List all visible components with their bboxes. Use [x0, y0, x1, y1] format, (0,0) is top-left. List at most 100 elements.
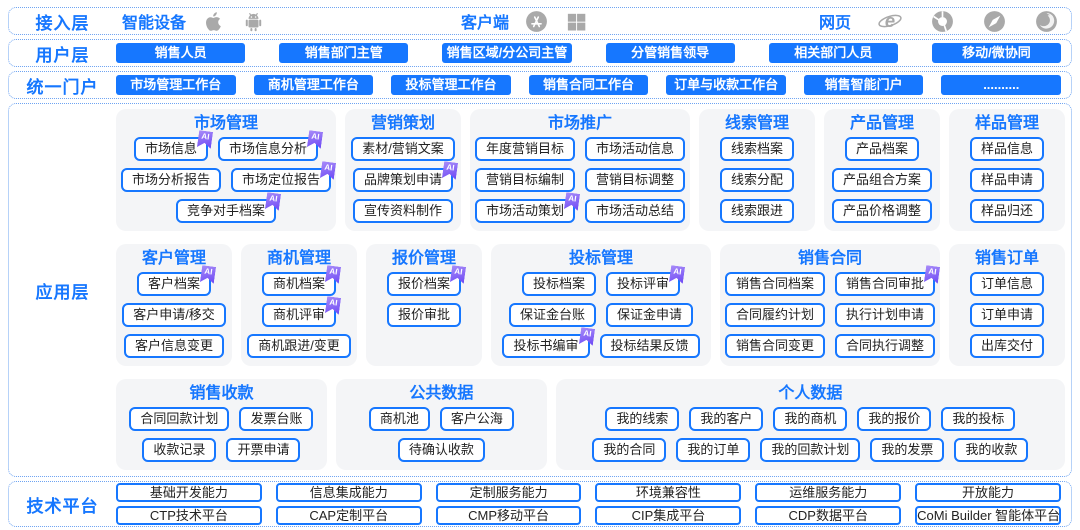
app-function-row: 收款记录开票申请	[142, 438, 301, 462]
layer-portal: 统一门户 市场管理工作台商机管理工作台投标管理工作台销售合同工作台订单与收款工作…	[8, 71, 1072, 99]
app-function-block: 我的收款	[954, 438, 1029, 462]
app-function-block: 待确认收款	[397, 438, 485, 462]
app-function-row: 我的线索我的客户我的商机我的报价我的投标	[605, 407, 1016, 431]
app-function-block: 客户信息变更	[123, 334, 224, 358]
tech-platform-block: CAP定制平台	[275, 506, 422, 525]
app-function-block: 客户申请/移交	[122, 303, 226, 327]
app-function-block: 我的线索	[605, 407, 680, 431]
user-role-block: 相关部门人员	[768, 43, 898, 63]
app-function-row: 产品组合方案	[831, 168, 932, 192]
app-group: 公共数据商机池客户公海待确认收款	[335, 379, 547, 470]
tech-capability-block: 定制服务能力	[435, 483, 582, 502]
app-function-block: 销售合同变更	[724, 334, 825, 358]
ai-badge: AI	[442, 161, 458, 180]
app-function-block: 市场活动总结	[585, 199, 686, 223]
layer-users: 用户层 销售人员销售部门主管销售区域/分公司主管分管销售领导相关部门人员移动/微…	[8, 39, 1072, 67]
app-function-row: 合同回款计划发票台账	[129, 407, 314, 431]
portal-workbench-block: 投标管理工作台	[391, 75, 511, 95]
app-function-block: 投标档案	[521, 272, 596, 296]
app-group-buttons: 线索档案线索分配线索跟进	[705, 137, 809, 223]
app-function-block: 商机池	[368, 407, 430, 431]
firefox-icon	[1033, 8, 1059, 34]
app-function-row: 订单信息	[969, 272, 1044, 296]
app-function-row: 产品价格调整	[831, 199, 932, 223]
app-function-block: 市场分析报告	[120, 168, 221, 192]
app-function-row: 订单申请	[969, 303, 1044, 327]
app-function-block: 合同回款计划	[129, 407, 230, 431]
app-function-row: 保证金台账保证金申请	[508, 303, 694, 327]
tech-platform-block: CTP技术平台	[116, 506, 262, 525]
app-function-row: 合同履约计划执行计划申请	[724, 303, 936, 327]
appstore-icon	[523, 8, 549, 34]
app-group-row: 销售收款合同回款计划发票台账收款记录开票申请公共数据商机池客户公海待确认收款个人…	[116, 379, 1065, 470]
app-function-block: 订单申请	[969, 303, 1044, 327]
access-group-label: 智能设备	[122, 15, 187, 32]
app-function-block: 我的发票	[870, 438, 945, 462]
app-function-row: 商机池客户公海	[368, 407, 514, 431]
app-function-block: 营销目标调整	[585, 168, 686, 192]
app-group: 产品管理产品档案产品组合方案产品价格调整	[824, 109, 940, 231]
app-function-block: 样品信息	[969, 137, 1044, 161]
app-function-block: 线索跟进	[719, 199, 794, 223]
ai-badge: AI	[450, 265, 466, 284]
access-group-label: 客户端	[461, 15, 510, 32]
app-group-title: 市场管理	[193, 115, 258, 132]
tech-capability-block: 基础开发能力	[116, 483, 262, 502]
app-function-block: 执行计划申请	[835, 303, 936, 327]
ai-badge: AI	[564, 192, 580, 211]
app-group-title: 商机管理	[266, 250, 331, 267]
app-function-row: 样品申请	[969, 168, 1044, 192]
app-function-row: 产品档案	[844, 137, 919, 161]
app-function-block: 我的订单	[676, 438, 751, 462]
app-function-row: 客户信息变更	[123, 334, 224, 358]
app-function-block: 市场活动信息	[585, 137, 686, 161]
svg-text:e: e	[885, 10, 895, 31]
app-group-title: 销售订单	[974, 250, 1039, 267]
access-group-2: 客户端	[461, 8, 589, 34]
app-function-block: 产品价格调整	[831, 199, 932, 223]
app-function-row: 客户申请/移交	[122, 303, 226, 327]
app-function-row: 我的合同我的订单我的回款计划我的发票我的收款	[592, 438, 1029, 462]
app-function-row: 线索分配	[719, 168, 794, 192]
app-function-row: 营销目标编制营销目标调整	[474, 168, 686, 192]
ai-badge: AI	[265, 192, 281, 211]
app-function-block: 收款记录	[142, 438, 217, 462]
app-group-buttons: 商机池客户公海待确认收款	[342, 407, 541, 462]
portal-layer-label: 统一门户	[26, 77, 99, 97]
app-group-title: 线索管理	[724, 115, 789, 132]
app-group-title: 营销策划	[370, 115, 435, 132]
app-group-buttons: 合同回款计划发票台账收款记录开票申请	[122, 407, 321, 462]
portal-workbench-block: 销售合同工作台	[528, 75, 649, 95]
app-group-title: 销售合同	[797, 250, 862, 267]
app-group-buttons: 产品档案产品组合方案产品价格调整	[830, 137, 934, 223]
app-function-block: 保证金申请	[606, 303, 694, 327]
user-role-list: 销售人员销售部门主管销售区域/分公司主管分管销售领导相关部门人员移动/微协同	[116, 43, 1071, 63]
app-function-block: 商机跟进/变更	[247, 334, 351, 358]
app-function-row: 商机跟进/变更	[247, 334, 351, 358]
app-function-block: 我的报价	[857, 407, 932, 431]
app-function-row: 线索跟进	[719, 199, 794, 223]
ai-badge: AI	[197, 130, 213, 149]
app-function-row: 样品信息	[969, 137, 1044, 161]
app-group: 销售订单订单信息订单申请出库交付	[949, 244, 1065, 366]
app-function-block: 线索分配	[719, 168, 794, 192]
